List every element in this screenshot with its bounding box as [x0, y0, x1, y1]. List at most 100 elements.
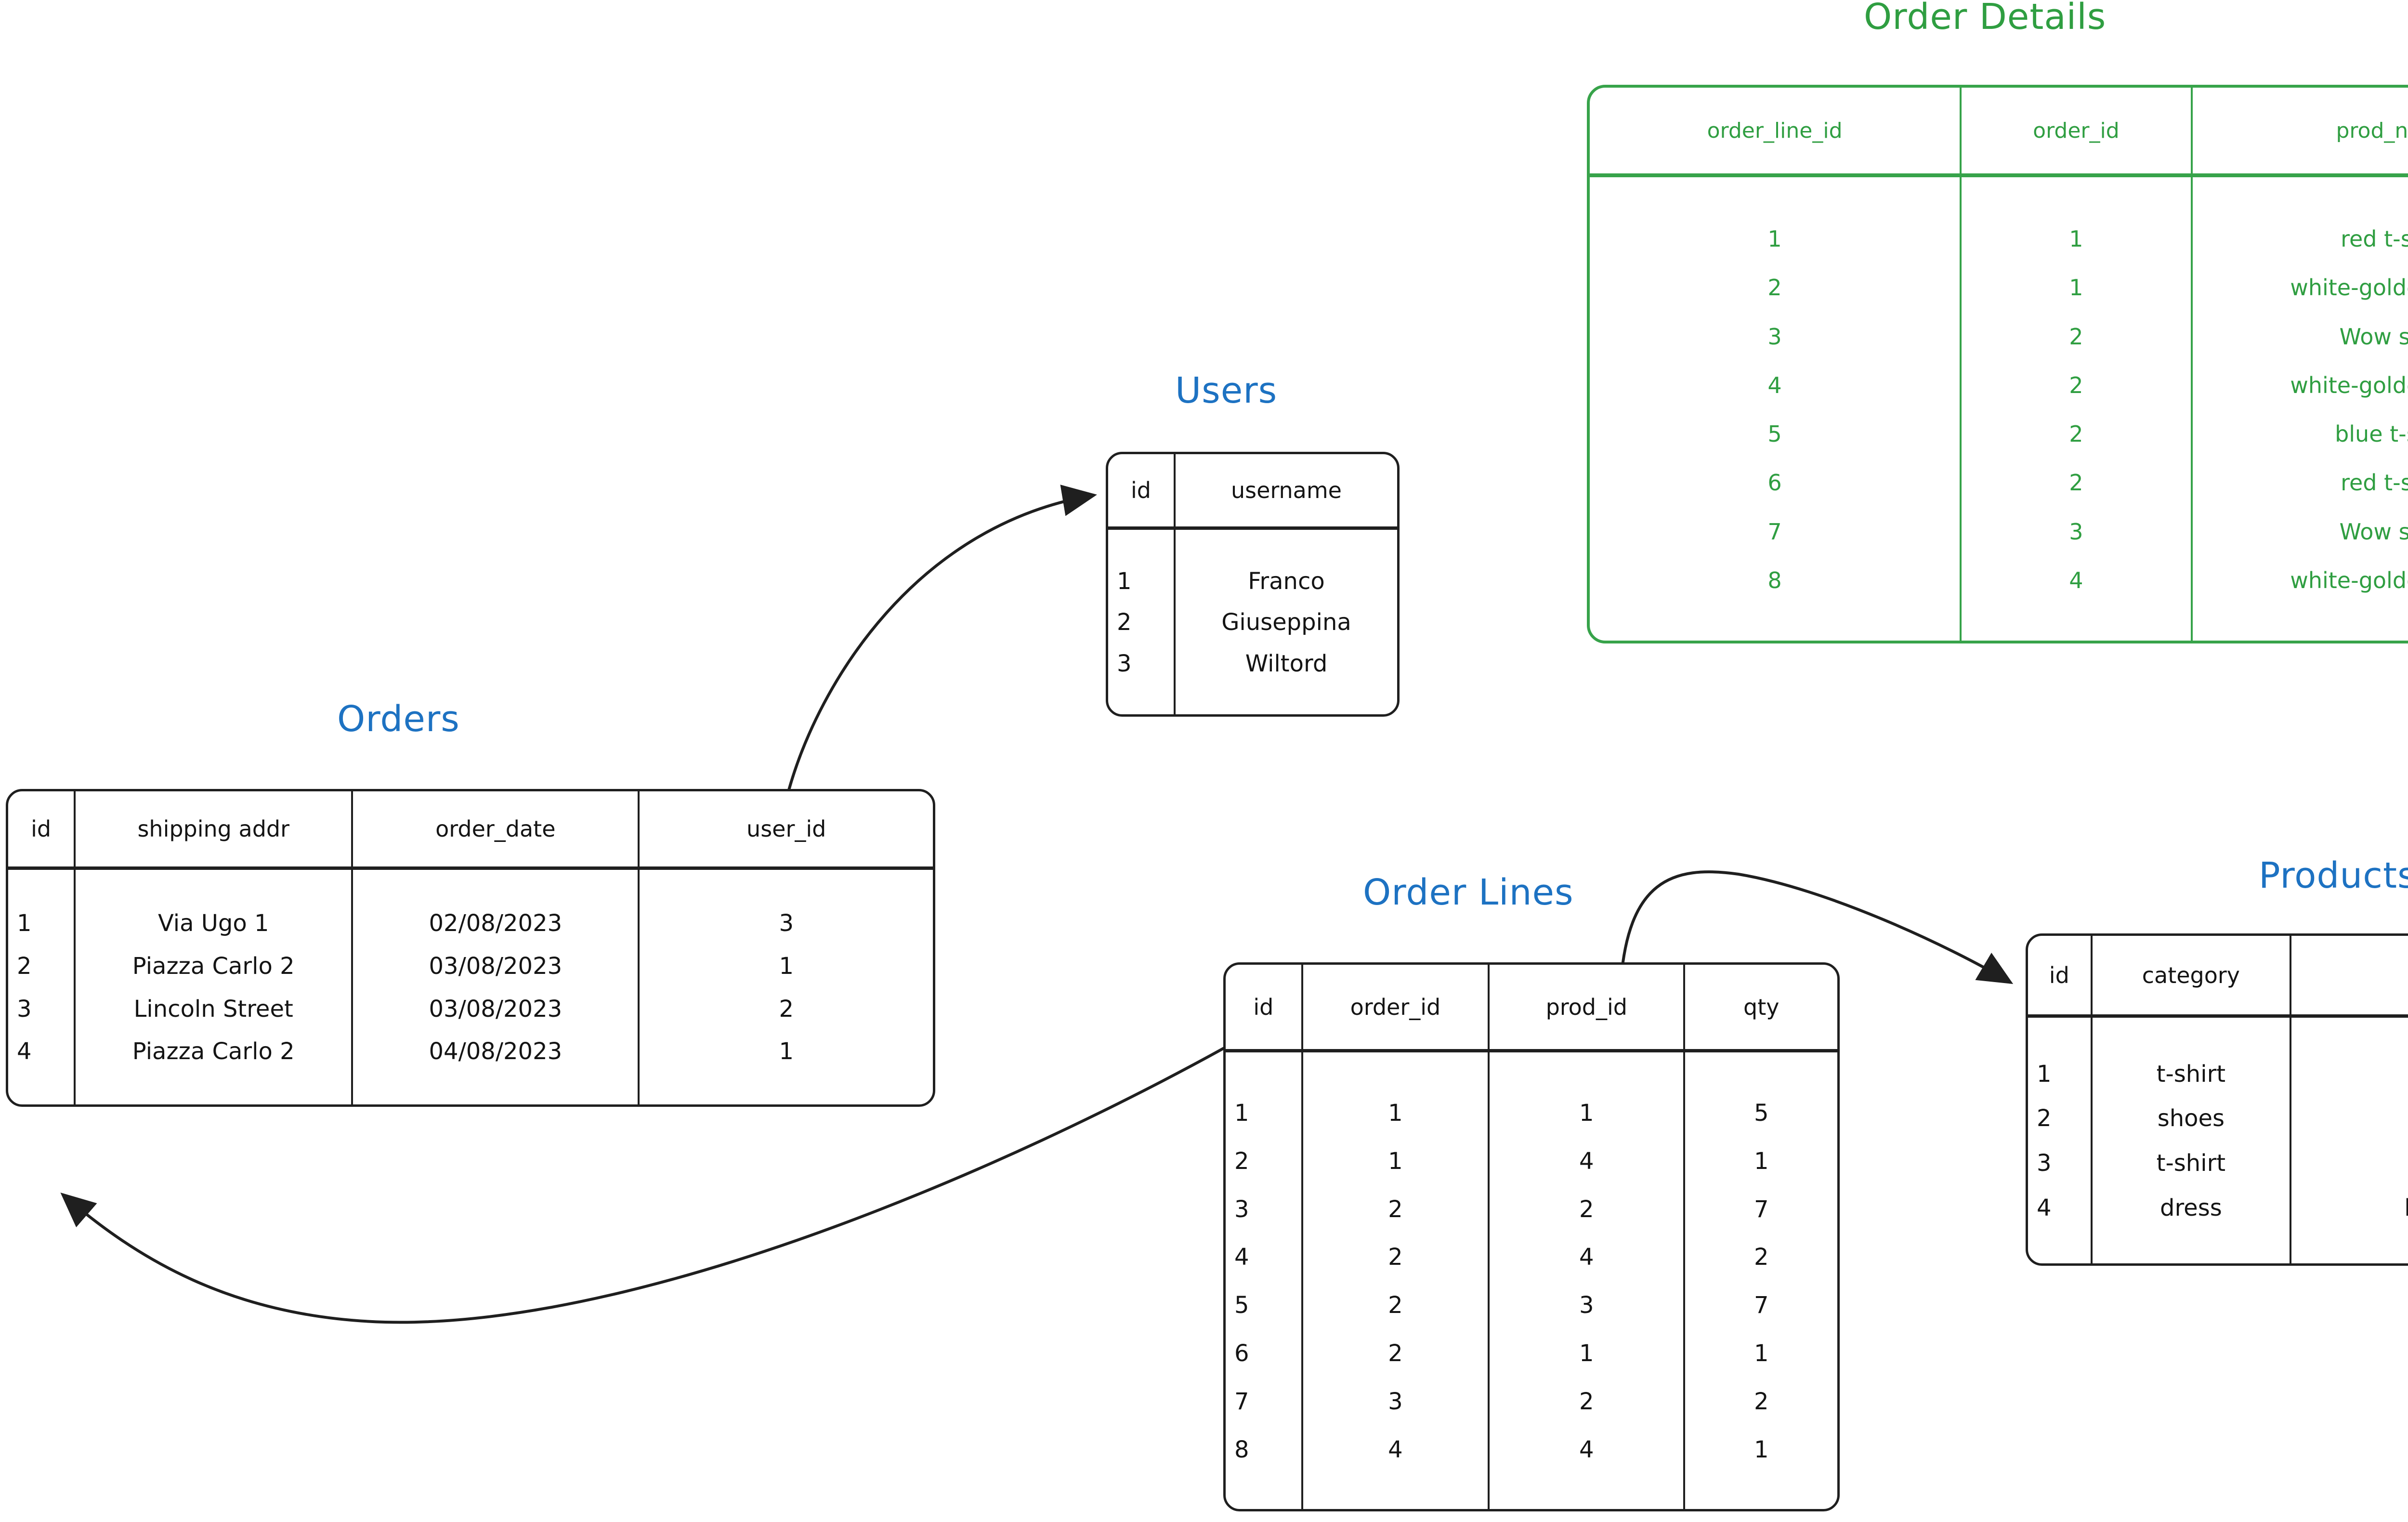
spacer-cell	[1590, 604, 1962, 641]
cell-user_id: 3	[779, 909, 794, 937]
cell-order_id: 3	[1961, 507, 2193, 556]
table-order-lines: id order_id prod_id qty 1 1 1 5 2 1 4 1 …	[1223, 962, 1840, 1511]
cell-prod_id: 1	[1489, 1329, 1686, 1378]
spacer-cell	[1302, 1050, 1490, 1089]
users-grid: id username 1 Franco 2 Giuseppina 3 Wilt…	[1108, 454, 1397, 714]
table-header-row: id username	[1108, 454, 1397, 530]
cell-id: 2	[1108, 602, 1176, 643]
col-shipping-addr: shipping addr	[75, 791, 353, 870]
spacer-cell	[2290, 1230, 2408, 1263]
cell-order_id: 1	[1302, 1089, 1490, 1137]
cell-order_date: 02/08/2023	[352, 902, 640, 945]
cell-user_id: 2	[779, 995, 794, 1023]
cell-id: 1	[8, 902, 76, 945]
spacer-cell	[1684, 1474, 1837, 1509]
orders-grid: id shipping addr order_date user_id 1 Vi…	[8, 791, 933, 1104]
table-row: 2 shoes Wow shoe 35$	[2028, 1096, 2408, 1141]
spacer-cell	[2191, 175, 2408, 215]
cell-order_date: 03/08/2023	[352, 987, 640, 1030]
cell-username: Wiltord	[1245, 650, 1328, 677]
table-row: 1 1 red t-shirt 5$ 5	[1590, 214, 2408, 263]
cell-id: 1	[1226, 1089, 1303, 1137]
table-products: id category name price 1 t-shirt red t-s…	[2026, 933, 2408, 1266]
cell-prod_id: 4	[1489, 1233, 1686, 1282]
header-spacer-row	[1226, 1050, 1837, 1089]
cell-id: 4	[1226, 1233, 1303, 1282]
table-row: 3 2 Wow shoe 35$ 7	[1590, 312, 2408, 361]
spacer-cell	[352, 1073, 640, 1104]
table-users: id username 1 Franco 2 Giuseppina 3 Wilt…	[1106, 452, 1400, 717]
spacer-cell	[2091, 1230, 2292, 1263]
header-spacer-row	[8, 868, 933, 902]
col-order_line_id: order_line_id	[1590, 88, 1962, 178]
table-row: 6 2 red t-shirt 5$ 1	[1590, 458, 2408, 508]
cell-user_id: 1	[779, 1038, 794, 1065]
arrow-orders-userid-to-users-id	[787, 485, 1097, 790]
cell-id: 3	[2028, 1141, 2093, 1186]
spacer-cell	[1175, 684, 1397, 714]
spacer-cell	[352, 868, 640, 902]
cell-order_id: 2	[1302, 1185, 1490, 1233]
col-user_id: user_id	[639, 791, 933, 870]
spacer-cell	[639, 1073, 933, 1104]
col-id: id	[1226, 965, 1303, 1053]
col-prod_name: prod_name	[2191, 88, 2408, 178]
cell-id: 6	[1226, 1329, 1303, 1378]
cell-prod_name: white-golden dress	[2191, 556, 2408, 605]
cell-id: 2	[8, 945, 76, 988]
table-row: 8 4 4 1	[1226, 1425, 1837, 1474]
table-row: 2 1 4 1	[1226, 1137, 1837, 1185]
header-spacer-row	[1590, 175, 2408, 215]
spacer-cell	[1226, 1050, 1303, 1089]
cell-prod_id: 4	[1489, 1137, 1686, 1185]
cell-order_id: 2	[1302, 1233, 1490, 1282]
spacer-cell	[1684, 1051, 1837, 1089]
order-lines-title: Order Lines	[1363, 872, 1574, 913]
cell-prod_name: red t-shirt	[2191, 214, 2408, 263]
header-spacer-row	[1108, 528, 1397, 561]
cell-prod_id: 2	[1489, 1185, 1686, 1233]
users-title: Users	[1175, 370, 1278, 411]
cell-order_id: 1	[1961, 214, 2193, 263]
cell-username: Giuseppina	[1221, 609, 1351, 636]
cell-shipping-addr: Via Ugo 1	[75, 902, 353, 945]
cell-username: Franco	[1248, 567, 1325, 595]
col-id: id	[8, 791, 76, 870]
table-orders: id shipping addr order_date user_id 1 Vi…	[6, 789, 935, 1107]
spacer-cell	[2091, 1016, 2292, 1052]
table-row: 4 2 4 2	[1226, 1233, 1837, 1282]
cell-prod_id: 2	[1489, 1378, 1686, 1426]
cell-order_line_id: 2	[1590, 263, 1962, 312]
bottom-spacer-row	[2028, 1230, 2408, 1263]
order-details-title: Order Details	[1864, 0, 2107, 38]
header-spacer-row	[2028, 1016, 2408, 1052]
cell-prod_name: red t-shirt	[2191, 458, 2408, 508]
spacer-cell	[1961, 604, 2193, 641]
cell-qty: 2	[1754, 1244, 1769, 1271]
cell-id: 4	[2028, 1185, 2093, 1231]
cell-order_id: 2	[1302, 1281, 1490, 1330]
table-row: 4 2 white-golden dress 50$ 2	[1590, 361, 2408, 410]
cell-prod_name: blue t-shirt	[2191, 409, 2408, 459]
cell-order_line_id: 6	[1590, 458, 1962, 508]
cell-order_id: 1	[1302, 1137, 1490, 1185]
col-prod_id: prod_id	[1489, 965, 1686, 1053]
cell-order_id: 3	[1302, 1378, 1490, 1426]
bottom-spacer-row	[8, 1073, 933, 1104]
orders-title: Orders	[337, 698, 460, 740]
spacer-cell	[75, 868, 353, 902]
bottom-spacer-row	[1108, 684, 1397, 714]
cell-prod_id: 1	[1489, 1089, 1686, 1137]
cell-order_date: 03/08/2023	[352, 945, 640, 988]
table-row: 2 Giuseppina	[1108, 602, 1397, 643]
cell-order_date: 04/08/2023	[352, 1030, 640, 1073]
table-header-row: id category name price	[2028, 936, 2408, 1018]
cell-prod_id: 3	[1489, 1281, 1686, 1330]
table-row: 1 t-shirt red t-shirt 5$	[2028, 1051, 2408, 1096]
spacer-cell	[639, 868, 933, 902]
spacer-cell	[2028, 1016, 2093, 1052]
cell-name: blue-black dress	[2290, 1185, 2408, 1231]
cell-order_id: 2	[1961, 409, 2193, 459]
cell-qty: 1	[1754, 1147, 1769, 1175]
cell-name: red t-shirt	[2290, 1051, 2408, 1096]
